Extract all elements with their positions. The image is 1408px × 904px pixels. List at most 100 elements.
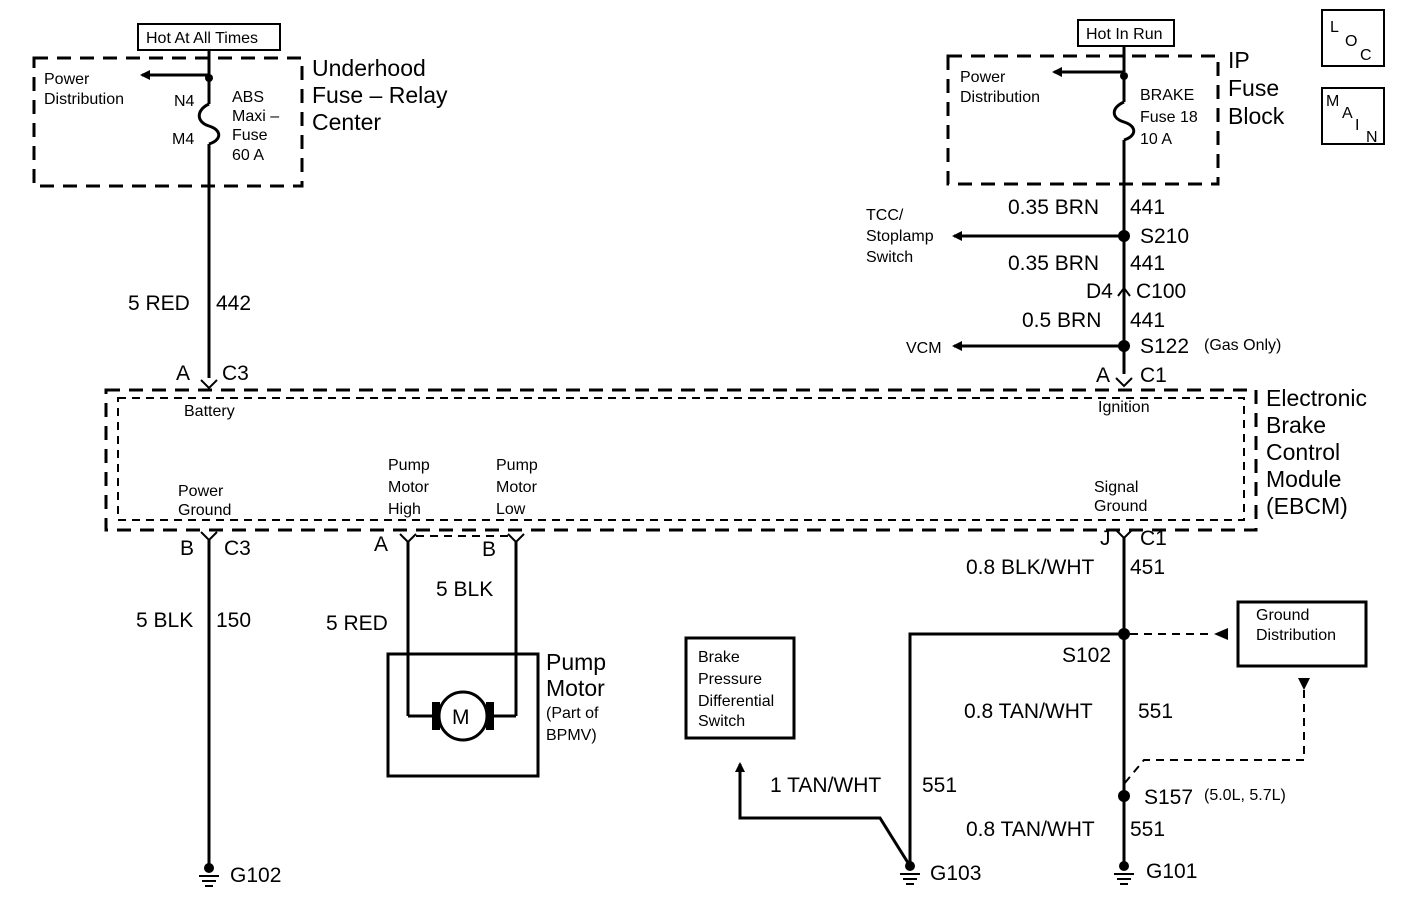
connector-c3-ground-icon bbox=[200, 531, 218, 542]
brake-pressure-switch-box: Brake Pressure Differential Switch bbox=[684, 636, 796, 740]
label-signal-ground-ground-dist-line2: Distribution bbox=[1256, 627, 1336, 644]
label-power-ground-ground: G102 bbox=[230, 864, 281, 887]
label-ignition-circuit-conn-pin: D4 bbox=[1086, 280, 1113, 303]
label-hot-labels-left: Hot At All Times bbox=[146, 30, 258, 47]
connector-c1-ground-icon bbox=[1115, 529, 1133, 540]
ip-fuse-block-box bbox=[946, 54, 1220, 186]
label-ignition-circuit-w3-gauge: 0.5 BRN bbox=[1022, 309, 1101, 332]
label-ignition-circuit-w1-circuit: 441 bbox=[1130, 196, 1165, 219]
ebcm-module-box bbox=[104, 388, 1258, 532]
label-underhood-title-line1: Underhood bbox=[312, 55, 426, 81]
label-underhood-title-line3: Center bbox=[312, 109, 381, 135]
label-ebcm-title-line1: Electronic bbox=[1266, 385, 1367, 411]
label-hot-labels-right: Hot In Run bbox=[1086, 26, 1162, 43]
label-ignition-circuit-tcc-line1: TCC/ bbox=[866, 207, 904, 224]
label-signal-ground-w2-gauge: 0.8 TAN/WHT bbox=[964, 700, 1093, 723]
ground-g101-icon bbox=[1114, 861, 1134, 885]
ground-distribution-box: Ground Distribution bbox=[1236, 600, 1368, 668]
label-pump-high-line2: Motor bbox=[388, 479, 430, 496]
label-signal-ground-term-line2: Ground bbox=[1094, 498, 1147, 515]
abs-maxi-fuse-icon bbox=[197, 102, 221, 146]
label-brake-switch-gauge: 1 TAN/WHT bbox=[770, 774, 881, 797]
label-ebcm-title-line4: Module bbox=[1266, 466, 1341, 492]
label-battery-circuit-conn: C3 bbox=[222, 362, 249, 385]
ground-g102-icon bbox=[199, 863, 219, 887]
label-underhood-fuse-line3: Fuse bbox=[232, 127, 268, 144]
label-ebcm-title-line3: Control bbox=[1266, 439, 1340, 465]
label-underhood-title-line2: Fuse – Relay bbox=[312, 82, 448, 108]
label-brake-switch-ground: G103 bbox=[930, 862, 981, 885]
label-brake-switch-line2: Pressure bbox=[698, 671, 762, 688]
label-corner-icons-loc-l: L bbox=[1330, 19, 1339, 36]
label-ip-block-title-line1: IP bbox=[1228, 47, 1250, 73]
label-ignition-circuit-ebcm-pin: A bbox=[1096, 364, 1110, 387]
label-pump-wire-b: 5 BLK bbox=[436, 578, 493, 601]
loc-icon[interactable]: L O C bbox=[1321, 9, 1385, 67]
label-brake-switch-line1: Brake bbox=[698, 649, 740, 666]
label-battery-circuit-circuit: 442 bbox=[216, 292, 251, 315]
hot-at-all-times-label: Hot At All Times bbox=[137, 23, 281, 51]
label-ip-block-fuse-line2: Fuse 18 bbox=[1140, 109, 1198, 126]
label-signal-ground-ground: G101 bbox=[1146, 860, 1197, 883]
label-pump-pin-a: A bbox=[374, 533, 388, 556]
label-pump-low-line3: Low bbox=[496, 501, 526, 518]
label-ip-block-power-dist-line1: Power bbox=[960, 69, 1006, 86]
label-battery-circuit-gauge: 5 RED bbox=[128, 292, 190, 315]
label-signal-ground-w3-gauge: 0.8 TAN/WHT bbox=[966, 818, 1095, 841]
brake-fuse-icon bbox=[1112, 100, 1136, 142]
label-power-ground-circuit: 150 bbox=[216, 609, 251, 632]
label-ignition-circuit-w2-gauge: 0.35 BRN bbox=[1008, 252, 1099, 275]
label-pump-wire-a: 5 RED bbox=[326, 612, 388, 635]
connector-c100-icon bbox=[1117, 286, 1131, 297]
label-ignition-circuit-tcc-line2: Stoplamp bbox=[866, 228, 934, 245]
label-signal-ground-w1-gauge: 0.8 BLK/WHT bbox=[966, 556, 1095, 579]
connector-c3-battery-icon bbox=[200, 379, 218, 390]
label-ignition-circuit-w2-circuit: 441 bbox=[1130, 252, 1165, 275]
label-corner-icons-loc-o: O bbox=[1345, 33, 1357, 50]
label-corner-icons-main-i: I bbox=[1355, 117, 1359, 134]
label-pump-title-line3: (Part of bbox=[546, 705, 599, 722]
label-power-ground-term-line1: Power bbox=[178, 483, 224, 500]
label-pump-high-line3: High bbox=[388, 501, 421, 518]
label-brake-switch-line4: Switch bbox=[698, 713, 745, 730]
label-brake-switch-line3: Differential bbox=[698, 693, 774, 710]
label-power-ground-term-line2: Ground bbox=[178, 502, 231, 519]
label-ignition-circuit-conn-id: C100 bbox=[1136, 280, 1186, 303]
label-underhood-power-dist-line2: Distribution bbox=[44, 91, 124, 108]
label-signal-ground-splice2-note: (5.0L, 5.7L) bbox=[1204, 787, 1286, 804]
label-pump-title-line2: Motor bbox=[546, 675, 605, 701]
ground-g103-icon bbox=[900, 861, 920, 885]
label-pump-title-line4: BPMV) bbox=[546, 727, 597, 744]
label-ignition-circuit-tcc-line3: Switch bbox=[866, 249, 913, 266]
hot-in-run-label: Hot In Run bbox=[1077, 19, 1175, 47]
label-signal-ground-conn: C1 bbox=[1140, 527, 1167, 550]
label-signal-ground-term-line1: Signal bbox=[1094, 479, 1138, 496]
label-ip-block-title-line3: Block bbox=[1228, 103, 1285, 129]
label-ignition-circuit-vcm: VCM bbox=[906, 340, 942, 357]
label-signal-ground-ground-dist-line1: Ground bbox=[1256, 607, 1309, 624]
label-underhood-pin-bottom: M4 bbox=[172, 131, 194, 148]
label-ip-block-power-dist-line2: Distribution bbox=[960, 89, 1040, 106]
motor-icon: M bbox=[432, 690, 494, 742]
label-power-ground-pin: B bbox=[180, 537, 194, 560]
wire-551-switch bbox=[908, 632, 1124, 866]
label-signal-ground-w1-circuit: 451 bbox=[1130, 556, 1165, 579]
label-ignition-circuit-splice2: S122 bbox=[1140, 335, 1189, 358]
label-ignition-circuit-splice1: S210 bbox=[1140, 225, 1189, 248]
label-underhood-fuse-line2: Maxi – bbox=[232, 108, 279, 125]
label-ignition-circuit-w3-circuit: 441 bbox=[1130, 309, 1165, 332]
label-signal-ground-w3-circuit: 551 bbox=[1130, 818, 1165, 841]
label-corner-icons-main-n: N bbox=[1366, 129, 1378, 146]
label-ignition-circuit-splice2-note: (Gas Only) bbox=[1204, 337, 1281, 354]
connector-c1-ignition-icon bbox=[1115, 377, 1133, 388]
label-battery-circuit-pin: A bbox=[176, 362, 190, 385]
label-ip-block-fuse-line1: BRAKE bbox=[1140, 87, 1194, 104]
main-icon[interactable]: M A I N bbox=[1321, 87, 1385, 146]
label-ip-block-title-line2: Fuse bbox=[1228, 75, 1279, 101]
label-pump-motor-symbol: M bbox=[452, 706, 470, 729]
label-pump-pin-b: B bbox=[482, 538, 496, 561]
label-signal-ground-pin: J bbox=[1100, 527, 1111, 550]
label-battery-circuit-terminal: Battery bbox=[184, 403, 235, 420]
underhood-fuse-box bbox=[32, 56, 304, 188]
